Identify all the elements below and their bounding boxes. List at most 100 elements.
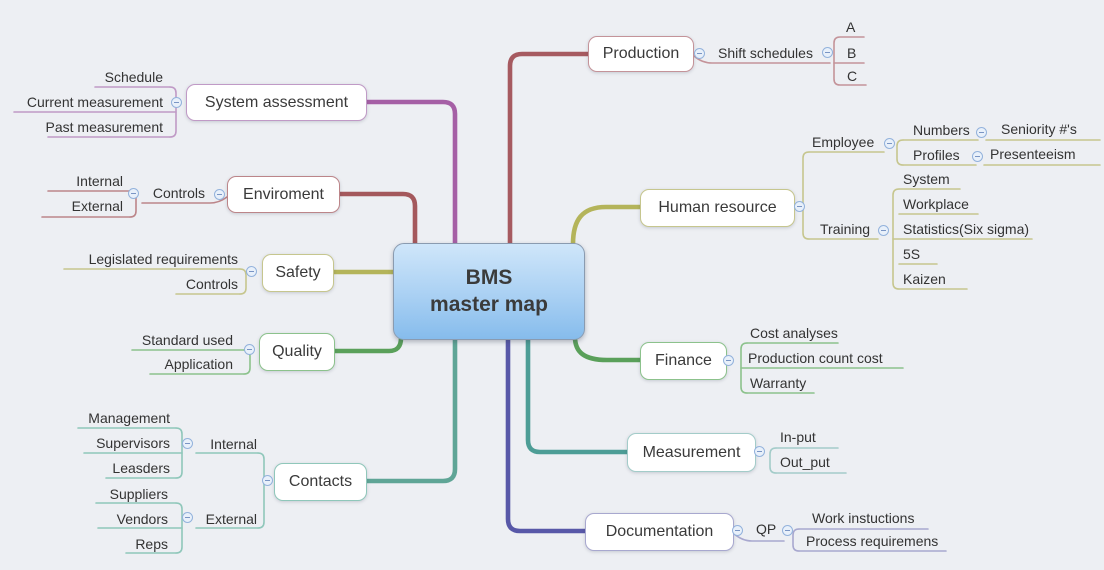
topic-documentation-label: Documentation: [605, 523, 714, 540]
topic-quality[interactable]: Quality: [259, 333, 335, 371]
branch-line-enviroment: [335, 191, 418, 246]
topic-system-assessment[interactable]: System assessment: [186, 84, 367, 121]
topic-contacts[interactable]: Contacts: [274, 463, 367, 501]
collapse-button-safety[interactable]: [246, 266, 257, 277]
subtopic-employee[interactable]: Employee: [812, 134, 875, 150]
collapse-button-human-resource[interactable]: [794, 201, 805, 212]
central-topic-line1: BMS: [465, 266, 513, 290]
subtopic-profiles[interactable]: Profiles: [913, 147, 960, 163]
subtopic-seniority[interactable]: Seniority #'s: [1001, 121, 1077, 137]
subtopic-past-measurement[interactable]: Past measurement: [45, 119, 164, 135]
topic-human-resource-label: Human resource: [658, 199, 777, 216]
subtopic-management[interactable]: Management: [88, 410, 170, 426]
subtopic-warranty[interactable]: Warranty: [750, 375, 807, 391]
subtopic-controls-safety[interactable]: Controls: [185, 276, 238, 292]
collapse-button-documentation[interactable]: [732, 525, 743, 536]
subtopic-external-env[interactable]: External: [71, 198, 123, 214]
subline-employee-bracket: [896, 139, 904, 166]
subtopic-schedule[interactable]: Schedule: [104, 69, 163, 85]
subtopic-controls-env[interactable]: Controls: [152, 185, 205, 201]
topic-finance[interactable]: Finance: [640, 342, 727, 380]
topic-contacts-label: Contacts: [288, 473, 353, 490]
collapse-button-contacts[interactable]: [262, 475, 273, 486]
collapse-button-quality[interactable]: [244, 344, 255, 355]
topic-safety-label: Safety: [275, 264, 321, 281]
subtopic-shift-a[interactable]: A: [846, 19, 856, 35]
subtopic-training[interactable]: Training: [820, 221, 871, 237]
subline-safety-bracket: [239, 268, 247, 295]
subtopic-5s[interactable]: 5S: [903, 246, 921, 262]
subtopic-supervisors[interactable]: Supervisors: [96, 435, 170, 451]
subtopic-internal-env[interactable]: Internal: [76, 173, 123, 189]
topic-documentation[interactable]: Documentation: [585, 513, 734, 551]
subtopic-internal-contacts[interactable]: Internal: [210, 436, 257, 452]
subline-hr-bracket: [802, 151, 810, 240]
subtopic-statistics[interactable]: Statistics(Six sigma): [903, 221, 1030, 237]
branch-line-contacts: [362, 335, 458, 484]
collapse-button-qp[interactable]: [782, 525, 793, 536]
subtopic-qp[interactable]: QP: [756, 521, 777, 537]
subtopic-vendors[interactable]: Vendors: [116, 511, 168, 527]
subtopic-standard-used[interactable]: Standard used: [141, 332, 233, 348]
collapse-button-finance[interactable]: [723, 355, 734, 366]
subtopic-work-instuctions[interactable]: Work instuctions: [812, 510, 915, 526]
collapse-button-enviroment[interactable]: [214, 189, 225, 200]
topic-system-assessment-label: System assessment: [204, 93, 349, 111]
subtopic-leasders[interactable]: Leasders: [112, 460, 170, 476]
subtopic-process-requiremens[interactable]: Process requiremens: [806, 533, 939, 549]
subtopic-system[interactable]: System: [903, 171, 950, 187]
topic-human-resource[interactable]: Human resource: [640, 189, 795, 227]
topic-production[interactable]: Production: [588, 36, 694, 72]
subline-measurement-bracket: [769, 447, 777, 474]
subtopic-application[interactable]: Application: [164, 356, 234, 372]
subtopic-cost-analyses[interactable]: Cost analyses: [750, 325, 838, 341]
branch-line-quality: [330, 335, 404, 354]
branch-line-production: [507, 51, 591, 246]
collapse-button-external-contacts[interactable]: [182, 512, 193, 523]
topic-enviroment[interactable]: Enviroment: [227, 176, 340, 213]
topic-measurement[interactable]: Measurement: [627, 433, 756, 472]
branch-line-documentation: [505, 335, 588, 534]
collapse-button-shift-schedules[interactable]: [822, 47, 833, 58]
subtopic-external-contacts[interactable]: External: [205, 511, 257, 527]
subtopic-out-put[interactable]: Out_put: [780, 454, 830, 470]
subtopic-numbers[interactable]: Numbers: [913, 122, 970, 138]
subtopic-current-measurement[interactable]: Current measurement: [26, 94, 163, 110]
collapse-button-training[interactable]: [878, 225, 889, 236]
subtopic-presenteeism[interactable]: Presenteeism: [990, 146, 1076, 162]
topic-production-label: Production: [602, 45, 680, 62]
topic-finance-label: Finance: [655, 352, 712, 369]
collapse-button-production[interactable]: [694, 48, 705, 59]
subtopic-production-count-cost[interactable]: Production count cost: [748, 350, 883, 366]
subtopic-suppliers[interactable]: Suppliers: [109, 486, 168, 502]
subtopic-kaizen[interactable]: Kaizen: [903, 271, 946, 287]
topic-quality-label: Quality: [272, 343, 322, 360]
subline-controls-env: [141, 196, 228, 204]
subtopic-in-put[interactable]: In-put: [780, 429, 816, 445]
collapse-button-internal-contacts[interactable]: [182, 438, 193, 449]
subtopic-workplace[interactable]: Workplace: [903, 196, 969, 212]
collapse-button-employee[interactable]: [884, 138, 895, 149]
topic-safety[interactable]: Safety: [262, 254, 334, 292]
central-topic-line2: master map: [430, 292, 548, 316]
collapse-button-numbers[interactable]: [976, 127, 987, 138]
collapse-button-system-assessment[interactable]: [171, 97, 182, 108]
branch-line-measurement: [525, 335, 630, 455]
central-topic[interactable]: BMS master map: [393, 243, 585, 340]
topic-measurement-label: Measurement: [642, 443, 741, 461]
subtopic-shift-schedules[interactable]: Shift schedules: [718, 45, 813, 61]
subline-contacts-bracket: [257, 452, 265, 529]
collapse-button-profiles[interactable]: [972, 151, 983, 162]
subtopic-shift-c[interactable]: C: [847, 68, 858, 84]
topic-enviroment-label: Enviroment: [243, 185, 324, 203]
branch-line-finance: [572, 334, 643, 363]
collapse-button-measurement[interactable]: [754, 446, 765, 457]
branch-line-system-assessment: [362, 99, 458, 246]
branch-line-human-resource: [570, 204, 643, 247]
subtopic-shift-b[interactable]: B: [847, 45, 857, 61]
subtopic-legislated-requirements[interactable]: Legislated requirements: [88, 251, 238, 267]
collapse-button-controls-env[interactable]: [128, 188, 139, 199]
subtopic-reps[interactable]: Reps: [135, 536, 168, 552]
